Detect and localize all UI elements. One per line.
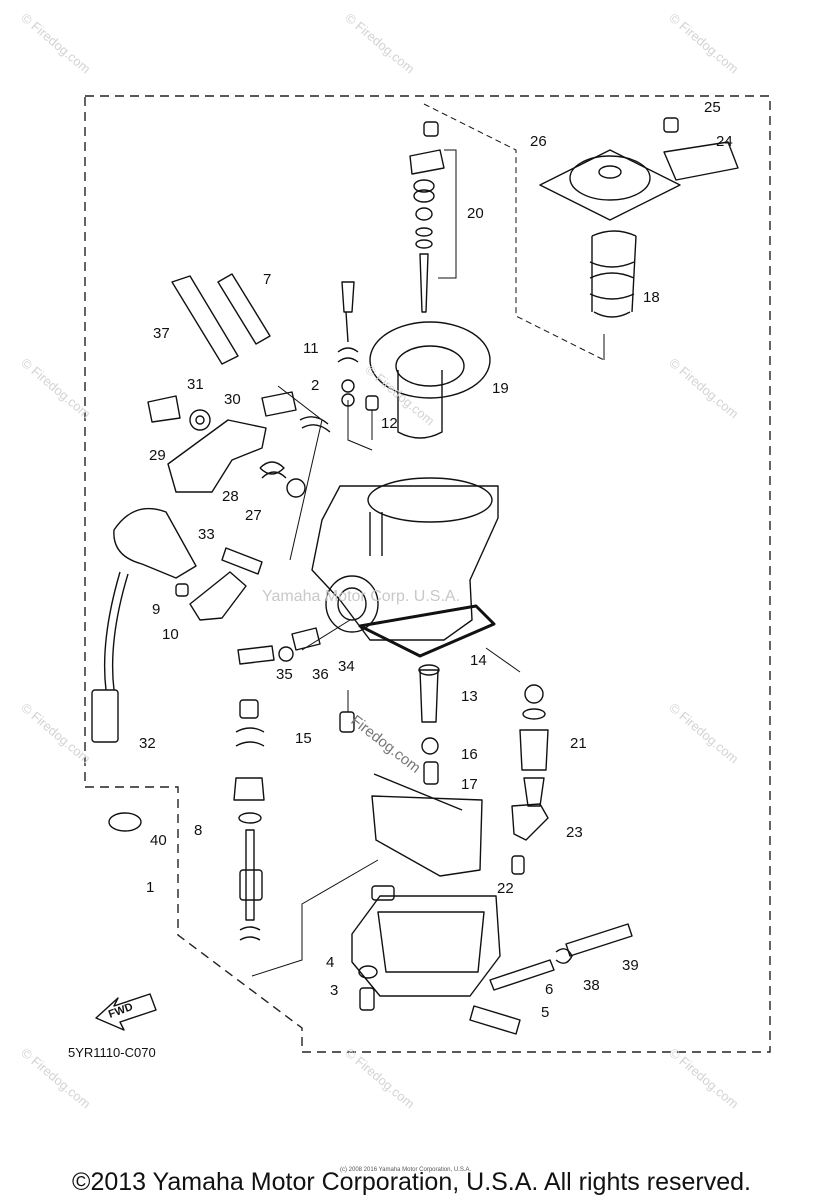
part-23 [511,803,549,841]
callout-7: 7 [263,271,272,288]
jet-needle-part [419,253,429,313]
piston-part [397,370,443,439]
washer-part-4 [358,965,378,979]
callout-11: 11 [303,340,319,357]
callout-3: 3 [330,982,339,999]
callout-30: 30 [224,391,241,408]
callout-6: 6 [545,981,554,998]
connector-part [91,689,119,743]
copyright-notice: ©2013 Yamaha Motor Corporation, U.S.A. A… [72,1168,751,1196]
lever-part-29 [167,419,267,493]
callout-1: 1 [146,879,155,896]
o-ring-part-36 [278,646,294,662]
callout-39: 39 [622,957,639,974]
hose-part-7 [217,273,271,345]
callout-20: 20 [467,205,484,222]
callout-2: 2 [311,377,320,394]
callout-16: 16 [461,746,478,763]
washer-part-27 [286,478,306,498]
callout-17: 17 [461,776,478,793]
hose-part-37 [171,275,239,365]
float-pin-part [373,773,463,811]
callout-19: 19 [492,380,509,397]
callout-35: 35 [276,666,293,683]
callout-22: 22 [497,880,514,897]
needle-clip-part [409,149,445,175]
hose-part-39 [565,923,633,957]
pump-part-21 [519,729,549,771]
spring-part [589,230,637,318]
intake-port-part [325,575,379,633]
screw-part-2 [261,391,297,417]
sensor-cable-part [103,571,129,691]
needle-screw-part [423,121,439,137]
fitting-part-33 [221,547,263,575]
top-cover-part [539,149,681,221]
bracket-part [663,141,739,181]
callout-33: 33 [198,526,215,543]
small-screw-part [365,395,379,411]
top-cover-dome [569,155,651,201]
diaphragm-part [369,321,491,399]
fine-print: (c) 2008 2016 Yamaha Motor Corporation, … [340,1167,472,1173]
screw-part-5 [469,1005,521,1035]
callout-5: 5 [541,1004,550,1021]
washer-part-16 [421,737,439,755]
screw-part-9 [175,583,189,597]
cover-screw-part [663,117,679,133]
pilot-screw-part [237,645,275,665]
callout-24: 24 [716,133,733,150]
float-bowl-part [351,895,501,997]
float-valve-part [419,669,439,723]
callout-27: 27 [245,507,262,524]
callout-23: 23 [566,824,583,841]
callout-15: 15 [295,730,312,747]
part-15 [339,711,355,733]
jet-part-8 [239,699,259,719]
callout-37: 37 [153,325,170,342]
callout-26: 26 [530,133,547,150]
callout-14: 14 [470,652,487,669]
callout-28: 28 [222,488,239,505]
center-watermark: Yamaha Motor Corp. U.S.A. [262,588,460,605]
diagram-code: 5YR1110-C070 [68,1045,156,1060]
callout-29: 29 [149,447,166,464]
carburetor-body-part [311,485,499,641]
callout-10: 10 [162,626,179,643]
callout-4: 4 [326,954,335,971]
needle-jet-part-17 [423,761,439,785]
callout-18: 18 [643,289,660,306]
callout-25: 25 [704,99,721,116]
drain-screw-part-3 [359,987,375,1011]
callout-31: 31 [187,376,204,393]
plate-part-10 [189,571,247,621]
fwd-arrow [95,993,157,1031]
callout-32: 32 [139,735,156,752]
callout-12: 12 [381,415,398,432]
callout-8: 8 [194,822,203,839]
hose-part-6 [489,959,555,991]
callout-9: 9 [152,601,161,618]
screw-part-34 [291,627,321,651]
callout-21: 21 [570,735,587,752]
float-part [371,795,483,877]
callout-34: 34 [338,658,355,675]
callout-38: 38 [583,977,600,994]
callout-13: 13 [461,688,478,705]
leader-lines [251,103,605,977]
assembly-boundary-dashed [84,95,771,1053]
parts-group [91,117,739,1035]
clamp-part-40 [108,812,142,832]
callout-40: 40 [150,832,167,849]
gasket-part [358,604,496,658]
washer-part-30 [189,409,211,431]
callout-36: 36 [312,666,329,683]
spring-part-28 [259,461,287,479]
sensor-part [113,507,197,579]
ball-part [524,684,544,704]
screw-part-31 [147,395,181,423]
throttle-stop-screw-part [341,281,355,343]
